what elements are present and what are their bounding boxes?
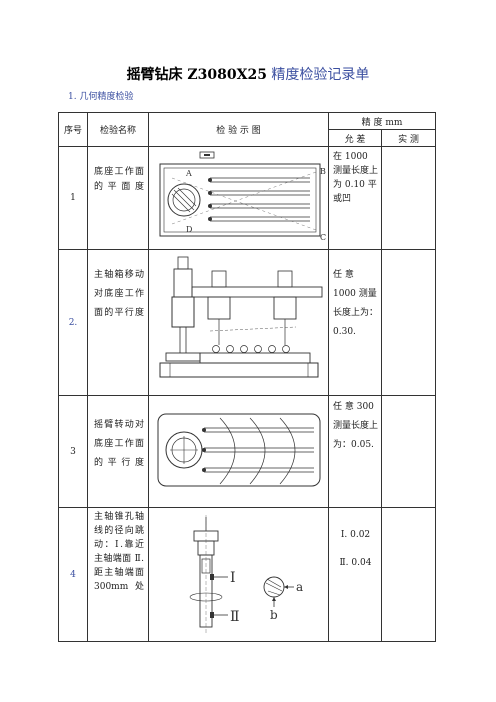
position-label-ii: Ⅱ (230, 609, 240, 625)
table-row: 4 主轴锥孔轴线的径向跳动：Ⅰ.靠近主轴端面 Ⅱ.距主轴端面 300mm 处 Ⅰ… (58, 507, 437, 642)
table-row: 3 摇臂转动对底座工作面的平行度 任 意 300 测量长度上为：0 (58, 395, 437, 508)
corner-label-c: C (320, 233, 326, 242)
diagram-base-flatness: A B C D (148, 146, 329, 250)
row-number: 4 (58, 507, 88, 642)
title-record: 精度检验记录单 (271, 67, 370, 83)
section-heading: 1. 几何精度检验 (68, 92, 134, 102)
row-number: 1 (58, 146, 88, 250)
measured-value[interactable] (380, 507, 437, 642)
document-title: 摇臂钻床 Z3080X25 精度检验记录单 (0, 64, 496, 84)
tolerance-value: 任 意 1000 测量长度上为：0.30. (328, 249, 382, 396)
tolerance-value-ii: Ⅱ. 0.04 (339, 558, 372, 568)
check-name: 底座工作面的平面度 (87, 146, 149, 250)
table-row: 1 底座工作面的平面度 (58, 146, 437, 250)
header-allowed: 允 差 (328, 129, 382, 147)
table-subheader-row: 允 差 实 测 (59, 129, 437, 147)
row-number: 2. (58, 249, 88, 396)
corner-label-a: A (185, 169, 192, 178)
check-name: 主轴箱移动对底座工作面的平行度 (87, 249, 149, 396)
position-label-i: Ⅰ (230, 570, 236, 586)
corner-label-d: D (186, 225, 192, 234)
base-flatness-diagram: A B C D (159, 151, 326, 242)
diagram-spindle-runout: Ⅰ Ⅱ a b (148, 507, 329, 642)
header-measured: 实 测 (380, 129, 437, 147)
tolerance-value-i: Ⅰ. 0.02 (340, 530, 371, 540)
direction-label-b: b (270, 608, 278, 622)
tolerance-value: 在 1000 测量长度上为 0.10 平或凹 (328, 146, 382, 250)
row-number: 3 (58, 395, 88, 508)
header-diagram: 检 验 示 图 (148, 112, 329, 147)
tolerance-cell: Ⅰ. 0.02 Ⅱ. 0.04 (328, 507, 382, 642)
measured-value[interactable] (380, 146, 437, 250)
corner-label-b: B (320, 167, 326, 176)
inspection-table: 序号 检验名称 检 验 示 图 精 度 mm 允 差 实 测 1 底座工作面的平… (58, 112, 437, 642)
check-name: 摇臂转动对底座工作面的平行度 (87, 395, 149, 508)
diagram-headstock-parallelism (148, 249, 329, 396)
table-header-row: 序号 检验名称 检 验 示 图 精 度 mm (58, 112, 437, 147)
header-precision: 精 度 mm (327, 112, 437, 130)
diagram-arm-parallelism (148, 395, 329, 508)
spindle-runout-diagram: Ⅰ Ⅱ a b (189, 514, 303, 635)
title-machine: 摇臂钻床 Z3080X25 (126, 67, 267, 83)
measured-value[interactable] (380, 249, 437, 396)
header-name: 检验名称 (87, 112, 149, 147)
headstock-parallelism-diagram (159, 256, 322, 377)
direction-label-a: a (296, 580, 303, 594)
check-name: 主轴锥孔轴线的径向跳动：Ⅰ.靠近主轴端面 Ⅱ.距主轴端面 300mm 处 (87, 507, 149, 642)
table-row: 2. 主轴箱移动对底座工作面的平行度 (58, 249, 437, 396)
header-seq: 序号 (58, 112, 88, 147)
measured-value[interactable] (380, 395, 437, 508)
tolerance-value: 任 意 300 测量长度上为：0.05. (328, 395, 382, 508)
arm-parallelism-diagram (157, 413, 320, 486)
